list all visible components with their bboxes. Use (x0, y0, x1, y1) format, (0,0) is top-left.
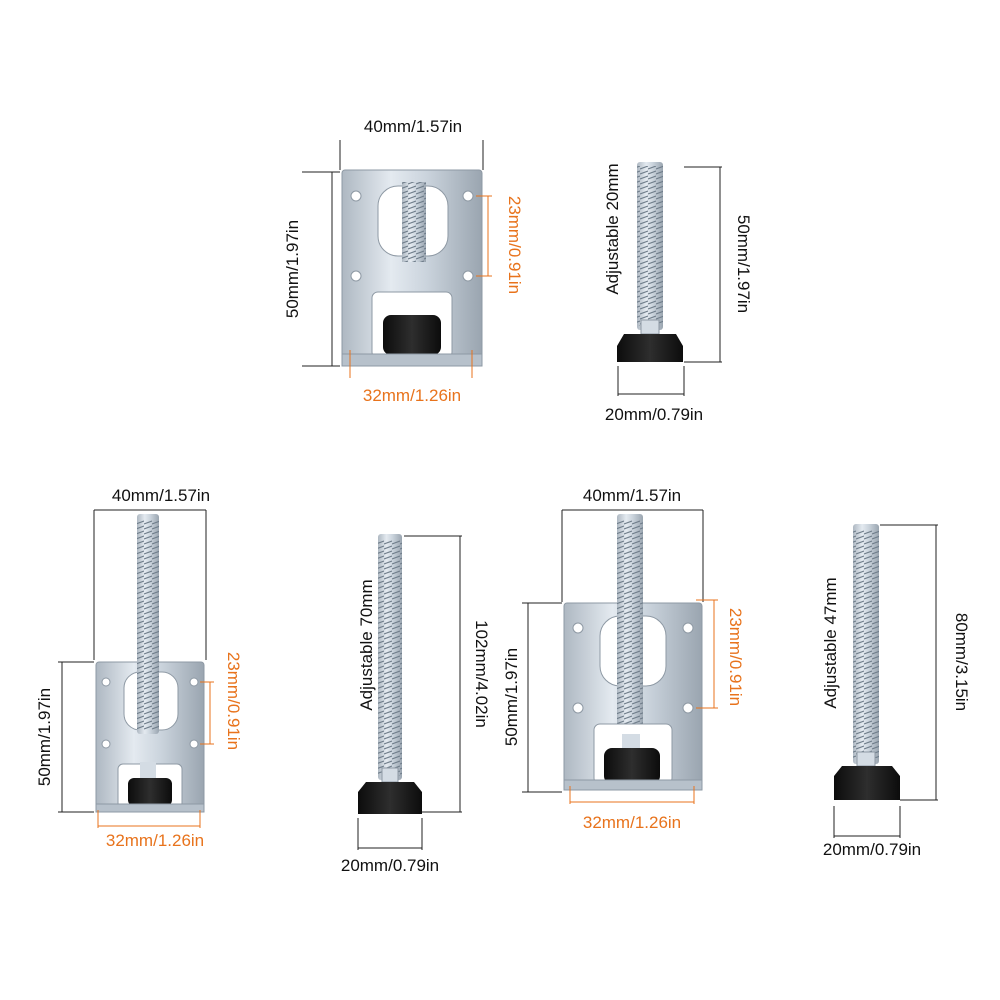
length-label: 80mm/3.15in (952, 613, 971, 711)
rubber-foot (604, 748, 660, 784)
bracket-medium: 40mm/1.57in 50mm/1.97in 23mm/0.91in 32mm… (502, 486, 745, 832)
bolt-threads (378, 540, 402, 776)
bolt-neck (640, 319, 660, 335)
adjustable-label: Adjustable 70mm (357, 579, 376, 710)
slot-height-label: 23mm/0.91in (505, 196, 524, 294)
bolt-medium: Adjustable 47mm 80mm/3.15in 20mm/0.79in (821, 524, 971, 859)
mount-hole (350, 190, 362, 202)
bolt-neck (622, 734, 640, 750)
mount-hole (682, 622, 694, 634)
rubber-foot (617, 334, 683, 362)
adjustable-label: Adjustable 20mm (603, 163, 622, 294)
length-label: 50mm/1.97in (734, 215, 753, 313)
slot-height-label: 23mm/0.91in (224, 652, 243, 750)
bracket-base (341, 353, 483, 367)
mount-hole (189, 677, 199, 687)
base-width-label: 32mm/1.26in (106, 831, 204, 850)
rubber-foot (358, 782, 422, 814)
length-label: 102mm/4.02in (472, 620, 491, 728)
mount-hole (189, 739, 199, 749)
slot-height-label: 23mm/0.91in (726, 608, 745, 706)
bolt-threads (137, 520, 159, 730)
bracket-base (563, 779, 703, 791)
mount-hole (462, 270, 474, 282)
foot-diameter-label: 20mm/0.79in (823, 840, 921, 859)
foot-diameter-label: 20mm/0.79in (605, 405, 703, 424)
bolt-long: Adjustable 70mm 102mm/4.02in 20mm/0.79in (341, 534, 491, 875)
bolt-neck (140, 762, 156, 778)
top-width-label: 40mm/1.57in (364, 117, 462, 136)
bracket-base (95, 803, 205, 813)
adjustable-label: Adjustable 47mm (821, 577, 840, 708)
height-label: 50mm/1.97in (283, 220, 302, 318)
mount-hole (350, 270, 362, 282)
rubber-foot (128, 778, 172, 806)
bolt-neck (381, 767, 399, 783)
bracket-small: 40mm/1.57in 50mm/1.97in 23mm/0.91in 32mm… (283, 117, 524, 405)
bolt-threads (637, 166, 663, 326)
mount-hole (572, 702, 584, 714)
bolt-threads (617, 520, 643, 746)
rubber-foot (834, 766, 900, 800)
base-width-label: 32mm/1.26in (363, 386, 461, 405)
rubber-foot (383, 315, 441, 355)
bolt-threads (402, 182, 426, 262)
top-width-label: 40mm/1.57in (112, 486, 210, 505)
mount-hole (101, 677, 111, 687)
height-label: 50mm/1.97in (502, 648, 521, 746)
mount-hole (572, 622, 584, 634)
bolt-neck (856, 751, 876, 767)
foot-diameter-label: 20mm/0.79in (341, 856, 439, 875)
top-width-label: 40mm/1.57in (583, 486, 681, 505)
mount-hole (682, 702, 694, 714)
mount-hole (101, 739, 111, 749)
height-label: 50mm/1.97in (35, 688, 54, 786)
bracket-long: 40mm/1.57in 50mm/1.97in 23mm/0.91in 32mm… (35, 486, 243, 850)
base-width-label: 32mm/1.26in (583, 813, 681, 832)
bolt-small: Adjustable 20mm 50mm/1.97in 20mm/0.79in (603, 162, 753, 424)
bolt-threads (853, 530, 879, 758)
mount-hole (462, 190, 474, 202)
